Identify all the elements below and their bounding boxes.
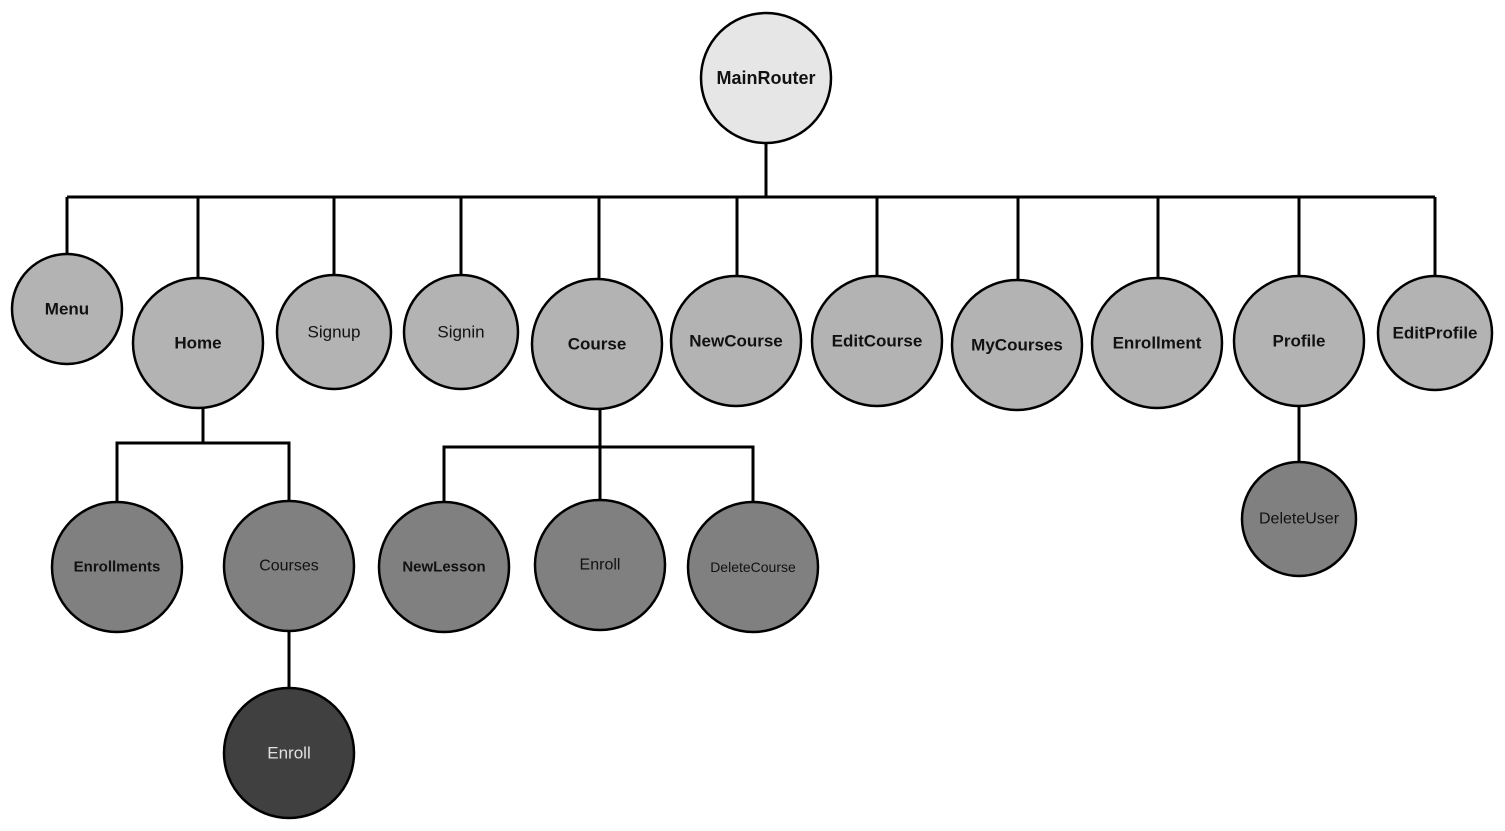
node-newlesson: NewLesson [377, 500, 511, 634]
node-enrollments: Enrollments [50, 500, 184, 634]
node-signup: Signup [275, 273, 393, 391]
node-circle [1232, 274, 1366, 408]
node-label: Profile [1273, 332, 1326, 351]
node-label: Enroll [580, 557, 621, 574]
node-circle [275, 273, 393, 391]
node-label: DeleteUser [1259, 511, 1340, 528]
node-newcourse: NewCourse [669, 274, 803, 408]
node-editprofile: EditProfile [1376, 274, 1494, 392]
node-home: Home [131, 276, 265, 410]
node-label: EditCourse [832, 332, 923, 351]
node-circle [1376, 274, 1494, 392]
node-circle [669, 274, 803, 408]
node-mainrouter: MainRouter [699, 11, 833, 145]
node-courses-enroll: Enroll [222, 686, 356, 820]
node-label: Menu [45, 300, 89, 319]
node-profile: Profile [1232, 274, 1366, 408]
node-circle [1090, 276, 1224, 410]
node-label: NewCourse [689, 332, 783, 351]
node-signin: Signin [402, 273, 520, 391]
node-circle [222, 499, 356, 633]
node-menu: Menu [10, 252, 124, 366]
node-label: Home [174, 334, 221, 353]
node-mycourses: MyCourses [950, 278, 1084, 412]
node-circle [810, 274, 944, 408]
node-label: Courses [259, 558, 319, 575]
node-deletecourse: DeleteCourse [686, 500, 820, 634]
node-circle [50, 500, 184, 634]
node-label: NewLesson [402, 559, 485, 576]
node-label: EditProfile [1392, 324, 1477, 343]
node-label: DeleteCourse [710, 559, 796, 575]
node-label: Course [568, 335, 627, 354]
node-label: Enrollment [1113, 334, 1202, 353]
node-deleteuser: DeleteUser [1240, 460, 1358, 578]
node-label: Signup [308, 323, 361, 342]
node-circle [686, 500, 820, 634]
node-editcourse: EditCourse [810, 274, 944, 408]
node-enrollment: Enrollment [1090, 276, 1224, 410]
node-circle [10, 252, 124, 366]
node-label: MainRouter [717, 68, 816, 88]
node-circle [1240, 460, 1358, 578]
node-circle [699, 11, 833, 145]
node-label: Enroll [267, 744, 310, 763]
node-label: Signin [437, 323, 484, 342]
node-enroll: Enroll [533, 498, 667, 632]
node-label: MyCourses [971, 336, 1063, 355]
node-circle [131, 276, 265, 410]
node-circle [533, 498, 667, 632]
node-course: Course [530, 277, 664, 411]
node-courses: Courses [222, 499, 356, 633]
node-circle [530, 277, 664, 411]
node-circle [377, 500, 511, 634]
node-circle [402, 273, 520, 391]
node-label: Enrollments [74, 559, 161, 576]
edge-home-bus [115, 441, 291, 502]
node-circle [222, 686, 356, 820]
edges [65, 143, 1437, 688]
node-circle [950, 278, 1084, 412]
